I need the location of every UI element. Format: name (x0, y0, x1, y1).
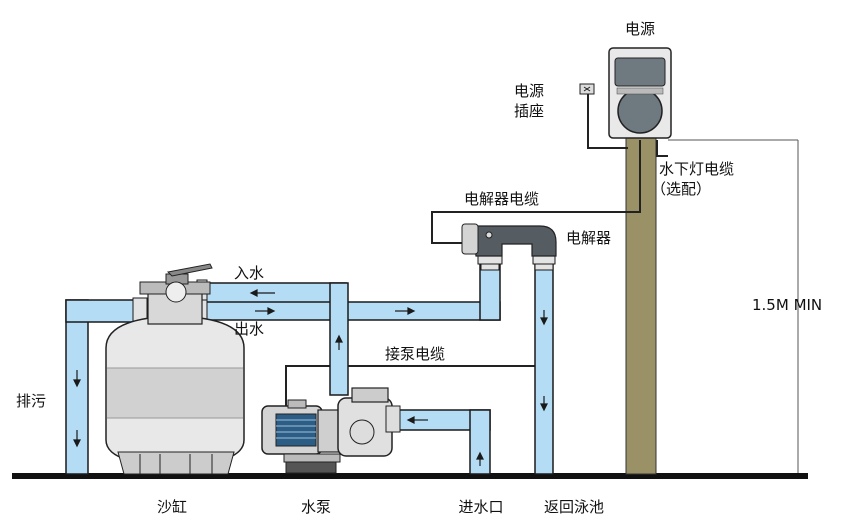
underwater-light-cable-label: 水下灯电缆 (659, 160, 735, 178)
electrolyzer-cell (461, 223, 557, 257)
water-in-label: 入水 (234, 264, 265, 282)
outlet-horizontal-pipe (199, 301, 501, 321)
water-out-label: 出水 (234, 320, 265, 338)
pump-cable-label: 接泵电缆 (385, 345, 446, 363)
sand-filter-tank (105, 263, 245, 475)
ground-line (12, 473, 808, 479)
water-pump (261, 387, 401, 474)
electrolyzer-riser (479, 261, 501, 321)
socket-cable (587, 92, 628, 149)
sand-tank-label: 沙缸 (156, 498, 188, 516)
power-socket-label-line1: 电源 (514, 82, 545, 100)
height-dimension (668, 139, 799, 473)
flow-arrows (73, 289, 548, 466)
min-height-label: 1.5M MIN (752, 296, 823, 314)
power-supply-box (608, 47, 672, 139)
electrolyzer-cable (431, 140, 641, 244)
electrolyzer-label: 电解器 (566, 229, 612, 247)
inlet-label: 进水口 (458, 498, 504, 516)
return-pool-pipe (534, 261, 554, 475)
underwater-light-cable (656, 140, 668, 157)
power-socket-icon (579, 83, 595, 95)
power-socket-label-line2: 插座 (514, 102, 545, 120)
inlet-pipe-vertical (469, 409, 491, 475)
drain-label: 排污 (16, 392, 47, 410)
return-pool-label: 返回泳池 (543, 498, 605, 516)
pump-cable (285, 365, 540, 408)
drain-top-pipe (65, 299, 145, 323)
power-box-label: 电源 (624, 20, 656, 38)
water-pump-label: 水泵 (300, 498, 332, 516)
cables (285, 92, 668, 408)
optional-label: （选配） (651, 180, 712, 198)
electrolyzer-cable-label: 电解器电缆 (464, 190, 540, 208)
